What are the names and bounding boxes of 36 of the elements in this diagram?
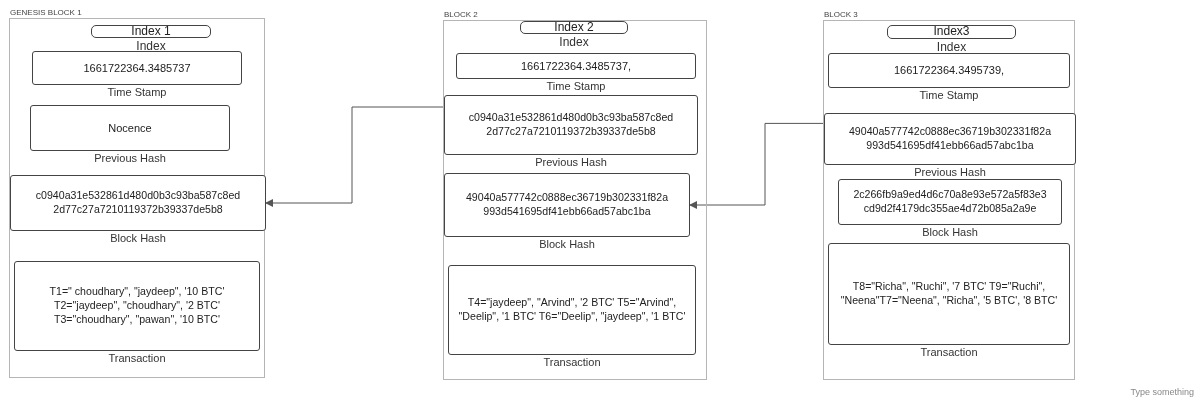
placeholder-text: Type something — [1130, 387, 1194, 397]
field-caption: Index — [935, 40, 968, 54]
field-value: Index3 — [933, 24, 970, 40]
field-value: 1661722364.3495739, — [893, 63, 1005, 78]
field-value: T8="Richa", "Ruchi", '7 BTC' T9="Ruchi", "Neena"T7="Neena", "Richa", '5 BTC', '8 BTC' — [839, 280, 1059, 308]
field-value: 2c266fb9a9ed4d6c70a8e93e572a5f83e3 cd9d2f4179dc355ae4d72b085a2a9e — [852, 188, 1048, 216]
field-value: T1=" choudhary", "jaydeep", '10 BTC' T2="jaydeep", "choudhary", '2 BTC' T3="choudhary", "pawan", '10 BTC' — [48, 285, 226, 327]
field-caption: Index — [558, 35, 590, 49]
field-caption: Block Hash — [109, 232, 167, 244]
field-value: c0940a31e532861d480d0b3c93ba587c8ed 2d77c27a7210119372b39337de5b8 — [34, 189, 242, 217]
field-caption: Index — [135, 39, 167, 53]
field-caption: Transaction — [542, 356, 602, 368]
field-value: 1661722364.3485737, — [520, 58, 632, 74]
field-value: 49040a577742c0888ec36719b302331f82a 993d541695df41ebb66ad57abc1ba — [464, 191, 670, 219]
connector-arrow — [265, 106, 445, 207]
field-caption: Transaction — [919, 346, 979, 358]
field-caption: Time Stamp — [106, 86, 168, 98]
field-caption: Block Hash — [921, 226, 979, 238]
field-value: 49040a577742c0888ec36719b302331f82a 993d541695df41ebb66ad57abc1ba — [847, 125, 1053, 153]
connector-arrow — [689, 122, 825, 209]
field-caption: Block Hash — [538, 238, 596, 250]
block-title: GENESIS BLOCK 1 — [10, 8, 82, 17]
field-caption: Previous Hash — [534, 156, 608, 168]
block-title: BLOCK 3 — [824, 10, 858, 19]
field-caption: Previous Hash — [913, 166, 987, 178]
field-value: c0940a31e532861d480d0b3c93ba587c8ed 2d77c27a7210119372b39337de5b8 — [467, 111, 675, 139]
field-caption: Time Stamp — [545, 80, 607, 92]
field-caption: Transaction — [107, 352, 167, 364]
block-title: BLOCK 2 — [444, 10, 478, 19]
field-value: Nocence — [108, 120, 152, 136]
field-caption: Time Stamp — [918, 89, 980, 101]
field-caption: Previous Hash — [93, 152, 167, 164]
field-value: Index 1 — [131, 23, 171, 40]
field-value: T4="jaydeep", "Arvind", '2 BTC' T5="Arvind", "Deelip", '1 BTC' T6="Deelip", "jaydeep", '1 BTC' — [457, 296, 687, 324]
field-value: 1661722364.3485737 — [83, 60, 191, 76]
field-value: Index 2 — [554, 19, 594, 36]
